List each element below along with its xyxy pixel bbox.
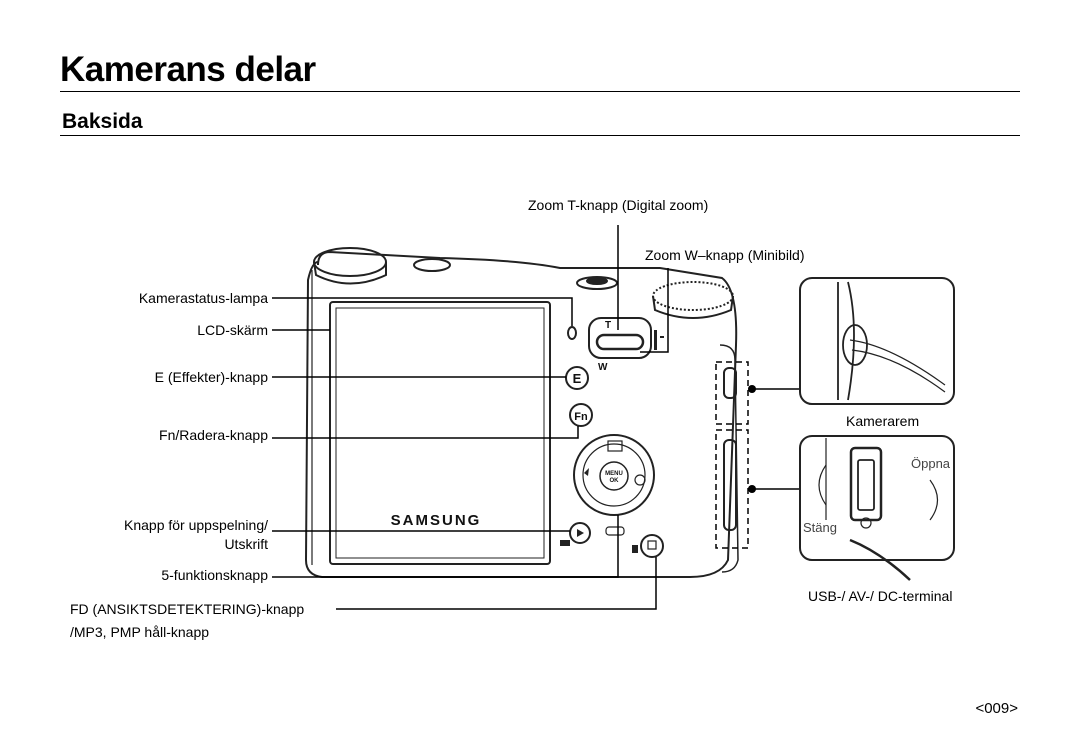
page-title: Kamerans delar — [60, 50, 316, 89]
label-fn-button: Fn/Radera-knapp — [159, 427, 268, 443]
label-playback-button: Knapp för uppspelning/ — [124, 517, 268, 533]
label-close: Stäng — [803, 520, 837, 535]
key-e-label: E — [573, 371, 582, 386]
label-five-function: 5-funktionsknapp — [161, 567, 268, 583]
label-playback-print: Utskrift — [224, 536, 268, 552]
camera-body — [304, 247, 739, 578]
label-lcd: LCD-skärm — [197, 322, 268, 338]
title-rule — [60, 91, 1020, 92]
terminal-inset — [799, 435, 955, 581]
section-rule — [60, 135, 1020, 136]
label-mp3-hold: /MP3, PMP håll-knapp — [70, 624, 210, 640]
label-status-lamp: Kamerastatus-lampa — [138, 290, 268, 306]
label-zoom-w: Zoom W–knapp (Minibild) — [645, 247, 805, 263]
key-fn-label: Fn — [574, 411, 588, 423]
page-number: <009> — [975, 700, 1018, 717]
label-fd-button: FD (ANSIKTSDETEKTERING)-knapp — [70, 601, 305, 617]
label-strap: Kamerarem — [846, 413, 920, 429]
leader-dots — [748, 385, 756, 493]
key-w-label: W — [598, 362, 608, 373]
strap-inset — [799, 277, 955, 405]
side-callouts — [715, 361, 749, 549]
label-effect-button: E (Effekter)-knapp — [154, 369, 268, 385]
leader-lines — [272, 225, 800, 610]
brand-logo: SAMSUNG — [391, 512, 482, 529]
label-zoom-t: Zoom T-knapp (Digital zoom) — [528, 197, 709, 213]
menu-label: MENU — [605, 471, 623, 477]
section-title: Baksida — [62, 110, 143, 133]
label-terminal: USB-/ AV-/ DC-terminal — [808, 588, 953, 604]
camera-markings — [560, 330, 664, 553]
label-open: Öppna — [911, 456, 951, 471]
ok-label: OK — [610, 478, 620, 484]
key-t-label: T — [605, 320, 611, 331]
